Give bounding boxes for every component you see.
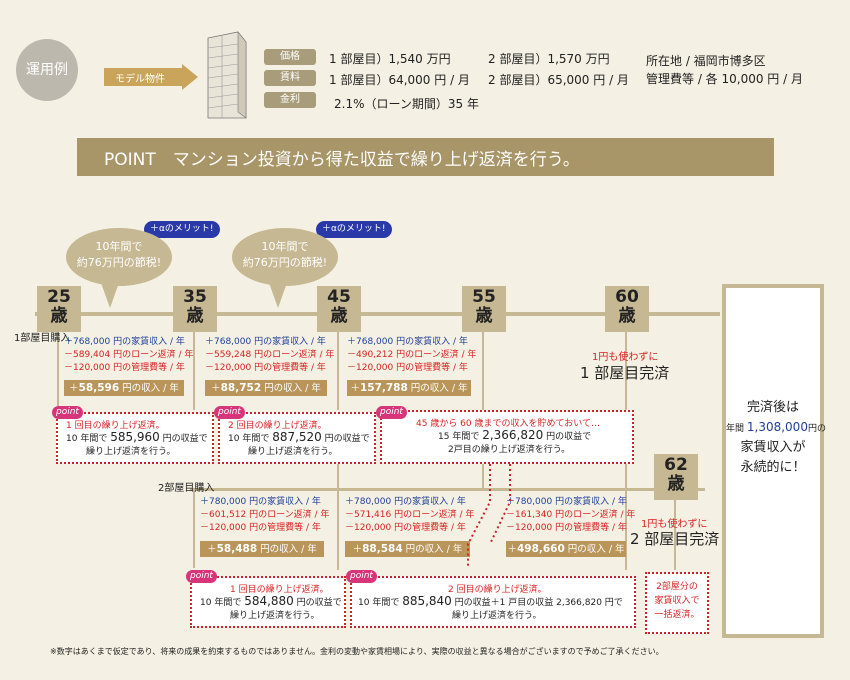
point-badge-2: point <box>214 406 245 419</box>
connector-v8 <box>674 500 676 570</box>
after-line4: 永続的に！ <box>740 460 806 475</box>
point-badge-1: point <box>52 406 83 419</box>
interest-tag: 金利 <box>264 92 316 108</box>
no-cash-2: 1円も使わずに <box>641 519 708 530</box>
purchase-1-label: 1部屋目購入 <box>14 333 71 344</box>
merit-badge-2: ＋αのメリット! <box>316 221 392 238</box>
page-title: POINT マンション投資から得た収益で繰り上げ返済を行う。 <box>104 150 580 170</box>
management-fee-text: 管理費等 / 各 10,000 円 / 月 <box>646 72 803 86</box>
point-badge-5: point <box>346 570 377 583</box>
connector-v7 <box>337 460 339 570</box>
rent-tag: 賃料 <box>264 70 316 86</box>
building-icon <box>207 31 247 119</box>
bottom-income-1: ＋780,000 円の家賃収入 / 年 －601,512 円のローン返済 / 年… <box>200 497 330 533</box>
point-badge-4: point <box>186 570 217 583</box>
price-tag: 価格 <box>264 49 316 65</box>
rent-room2: 2 部屋目）65,000 円 / 月 <box>488 73 629 87</box>
top-sum-1: ＋58,596 円の収入 / 年 <box>64 380 184 396</box>
footnote: ※数字はあくまで仮定であり、将来の成果を約束するものではありません。金利の変動や… <box>50 647 664 656</box>
bubble-tail-1 <box>100 280 120 308</box>
connector-v6 <box>193 488 195 568</box>
bottom-sum-1: ＋58,488 円の収入 / 年 <box>200 541 324 557</box>
connector-v2 <box>193 330 195 410</box>
timeline-top <box>35 312 720 316</box>
title-banner <box>77 138 774 176</box>
after-line1: 完済後は <box>746 400 799 415</box>
example-circle: 運用例 <box>16 39 78 101</box>
tax-bubble-2-line1: 10年間で <box>261 240 309 253</box>
bottom-point-2: 2 回目の繰り上げ返済。 10 年間で 885,840 円の収益＋1 戸目の収益… <box>350 576 636 628</box>
top-point-1: 1 回目の繰り上げ返済。 10 年間で 585,960 円の収益で 繰り上げ返済… <box>56 412 214 464</box>
no-cash-1: 1円も使わずに <box>592 352 659 363</box>
bottom-income-3: ＋780,000 円の家賃収入 / 年 －161,340 円のローン返済 / 年… <box>506 497 636 533</box>
top-income-3: ＋768,000 円の家賃収入 / 年 －490,212 円のローン返済 / 年… <box>347 337 477 373</box>
timeline-bottom <box>190 488 705 491</box>
top-income-2: ＋768,000 円の家賃収入 / 年 －559,248 円のローン返済 / 年… <box>205 337 335 373</box>
top-point-2: 2 回目の繰り上げ返済。 10 年間で 887,520 円の収益で 繰り上げ返済… <box>218 412 376 464</box>
dotted-connectors <box>467 464 511 568</box>
tax-bubble-2-line2: 約76万円の節税! <box>242 256 328 269</box>
bottom-income-2: ＋780,000 円の家賃収入 / 年 －571,416 円のローン返済 / 年… <box>345 497 475 533</box>
price-room2: 2 部屋目）1,570 万円 <box>488 52 610 66</box>
tax-bubble-1: 10年間で 約76万円の節税! <box>66 228 172 286</box>
top-income-1: ＋768,000 円の家賃収入 / 年 －589,404 円のローン返済 / 年… <box>64 337 194 373</box>
complete-2: 2 部屋目完済 <box>630 530 720 548</box>
tax-bubble-1-line2: 約76万円の節税! <box>76 256 162 269</box>
bottom-sum-3: ＋498,660 円の収入 / 年 <box>506 541 626 557</box>
top-sum-2: ＋88,752 円の収入 / 年 <box>205 380 327 396</box>
bubble-tail-2 <box>268 280 288 308</box>
tax-bubble-1-line1: 10年間で <box>95 240 143 253</box>
connector-v3 <box>337 330 339 410</box>
connector-v1 <box>57 330 59 410</box>
location-text: 所在地 / 福岡市博多区 <box>646 54 766 68</box>
bottom-point-1: 1 回目の繰り上げ返済。 10 年間で 584,880 円の収益で 繰り上げ返済… <box>190 576 346 628</box>
tax-bubble-2: 10年間で 約76万円の節税! <box>232 228 338 286</box>
model-label: モデル物件 <box>115 74 165 85</box>
purchase-2-label: 2部屋目購入 <box>158 483 215 494</box>
price-room1: 1 部屋目）1,540 万円 <box>329 52 451 66</box>
complete-1: 1 部屋目完済 <box>580 364 670 382</box>
merit-badge-1: ＋αのメリット! <box>144 221 220 238</box>
top-sum-3: ＋157,788 円の収入 / 年 <box>347 380 471 396</box>
interest-text: 2.1%（ローン期間）35 年 <box>334 97 479 111</box>
after-box: 完済後は 年間 1,308,000円の 家賃収入が 永続的に！ <box>722 284 826 638</box>
bottom-sum-2: ＋88,584 円の収入 / 年 <box>345 541 470 557</box>
point-badge-3: point <box>376 406 407 419</box>
after-line2: 年間 1,308,000円の <box>726 420 826 434</box>
after-line3: 家賃収入が <box>740 440 806 455</box>
final-point: 2部屋分の 家賃収入で 一括返済。 <box>645 572 709 634</box>
rent-room1: 1 部屋目）64,000 円 / 月 <box>329 73 470 87</box>
model-arrow <box>104 64 198 90</box>
top-point-3: 45 歳から 60 歳までの収入を貯めておいて… 15 年間で 2,366,82… <box>380 410 634 464</box>
